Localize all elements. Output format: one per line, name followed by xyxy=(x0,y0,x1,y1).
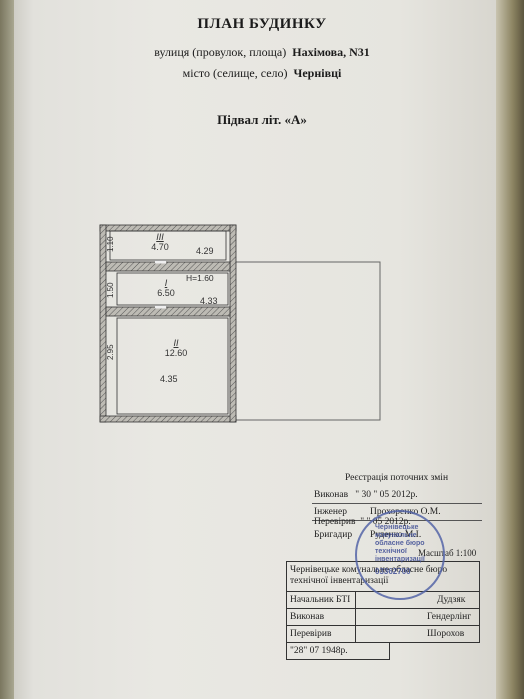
city-label: місто (селище, село) xyxy=(182,66,288,80)
stamp-text: обласне бюро xyxy=(375,540,425,547)
registration-row: Інженер Прохоренко О.М. xyxy=(314,507,441,517)
building-outline xyxy=(232,261,381,421)
room-ii-label: II 12.60 xyxy=(156,338,196,358)
room-dimension: 4.35 xyxy=(160,374,178,384)
registration-heading: Реєстрація поточних змін xyxy=(345,473,449,483)
street-value: Нахімова, N31 xyxy=(292,45,370,59)
room-iii-outline xyxy=(109,230,227,261)
street-line: вулиця (провулок, площа) Нахімова, N31 xyxy=(0,45,524,60)
registration-label: Виконав xyxy=(314,490,349,500)
street-label: вулиця (провулок, площа) xyxy=(154,45,287,59)
stamp-code: 03362700 xyxy=(375,567,411,576)
room-dimension: 2.95 xyxy=(106,344,115,360)
room-i-label: I 6.50 xyxy=(146,278,186,298)
registration-label: Інженер xyxy=(314,507,347,517)
stamp-text: інвентаризації xyxy=(375,556,425,563)
room-dimension: 4.29 xyxy=(196,246,214,256)
table-label: Перевірив xyxy=(290,629,332,639)
official-stamp: Чернівецьке комунальне обласне бюро техн… xyxy=(355,510,445,600)
stamp-text: технічної xyxy=(375,548,407,555)
room-number: II xyxy=(173,338,179,348)
room-number: III xyxy=(156,232,164,242)
table-row: Перевірив Шорохов xyxy=(286,625,480,643)
room-i-outline xyxy=(116,272,229,306)
table-divider xyxy=(355,591,356,643)
book-spine xyxy=(0,0,14,699)
table-value: Гендерлінг xyxy=(427,612,472,622)
room-ii-outline xyxy=(116,317,229,415)
page-edge xyxy=(496,0,524,699)
table-row: Виконав Гендерлінг xyxy=(286,608,480,626)
wall-group xyxy=(99,224,237,423)
stamp-text: комунальне xyxy=(375,532,417,539)
registration-label: Перевірив xyxy=(314,517,356,527)
room-dimension: 4.33 xyxy=(200,296,218,306)
document-title: ПЛАН БУДИНКУ xyxy=(197,16,327,32)
city-value: Чернівці xyxy=(293,66,342,80)
room-dimension: 1.50 xyxy=(106,282,115,298)
room-area: 12.60 xyxy=(164,348,188,358)
table-date: "28" 07 1948р. xyxy=(290,646,348,656)
registration-row: Виконав " 30 " 05 2012р. xyxy=(314,490,418,500)
room-dimension: 1.10 xyxy=(106,236,115,252)
table-label: Начальник БТІ xyxy=(290,595,351,605)
room-area: 6.50 xyxy=(157,288,175,298)
registration-value: " 30 " 05 2012р. xyxy=(355,490,418,500)
room-area: 4.70 xyxy=(151,242,169,252)
table-value: Шорохов xyxy=(427,629,465,639)
stamp-text: Чернівецьке xyxy=(375,524,419,531)
divider xyxy=(312,503,482,504)
table-label: Виконав xyxy=(290,612,325,622)
registration-label: Бригадир xyxy=(314,530,353,540)
city-line: місто (селище, село) Чернівці xyxy=(0,66,524,81)
registration-row: Бригадир Руденко М.І. xyxy=(314,530,421,540)
section-title: Підвал літ. «А» xyxy=(217,112,307,127)
scale-label: Масштаб 1:100 xyxy=(418,548,477,558)
room-number: I xyxy=(164,278,168,288)
table-row: "28" 07 1948р. xyxy=(286,642,390,660)
room-iii-label: III 4.70 xyxy=(140,232,180,252)
room-height-note: Н=1.60 xyxy=(186,273,214,283)
table-value: Дудзяк xyxy=(437,595,466,605)
